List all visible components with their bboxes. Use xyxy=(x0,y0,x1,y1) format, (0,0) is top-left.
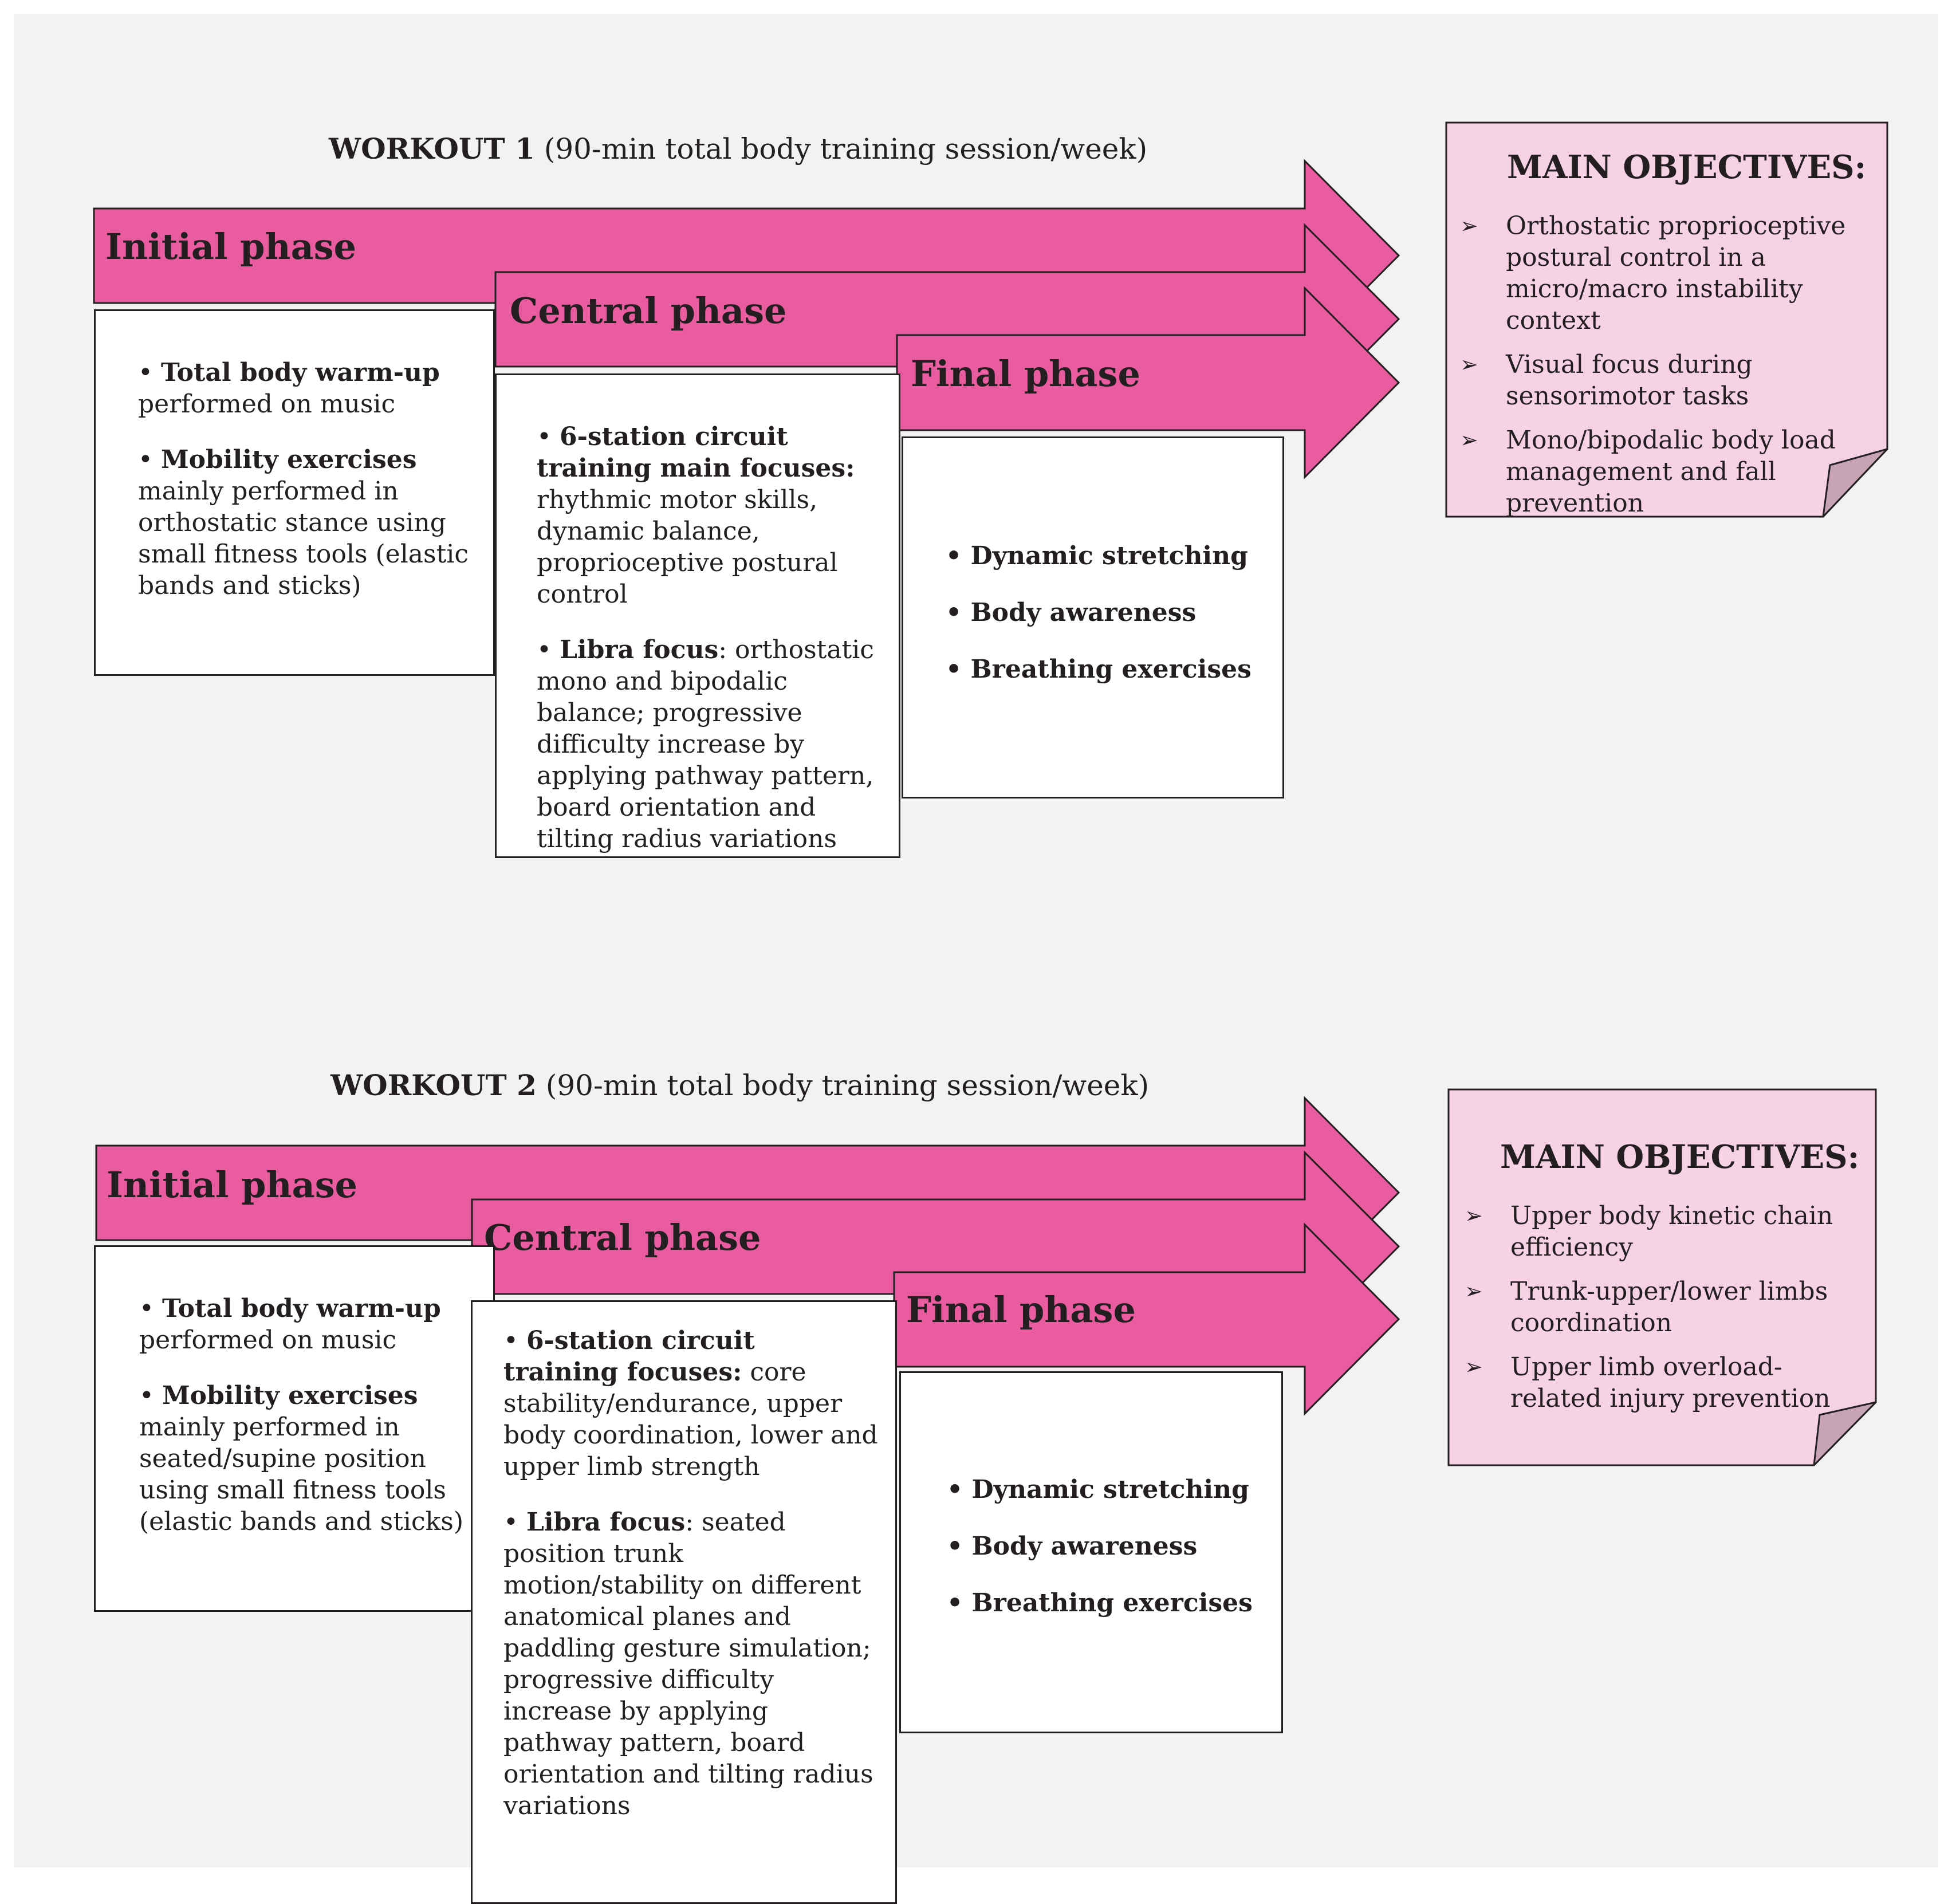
bullet-icon: • xyxy=(503,1326,526,1355)
objective-item: ➢Upper body kinetic chain efficiency xyxy=(1465,1201,1833,1262)
w2-objectives-list: ➢Upper body kinetic chain efficiency ➢Tr… xyxy=(1465,1200,1866,1427)
w2-objectives-note: MAIN OBJECTIVES: ➢Upper body kinetic cha… xyxy=(1447,1088,1878,1466)
w2-central-phase-title: Central phase xyxy=(484,1217,761,1258)
workout-2-label: WORKOUT 2 xyxy=(330,1068,537,1102)
w2-final-item: • Dynamic stretching xyxy=(947,1475,1249,1504)
w1-final-item: • Breathing exercises xyxy=(946,655,1252,684)
arrowhead-bullet-icon: ➢ xyxy=(1460,213,1478,238)
w1-final-arrow xyxy=(896,286,1400,479)
w2-objectives-title: MAIN OBJECTIVES: xyxy=(1500,1138,1860,1176)
arrowhead-bullet-icon: ➢ xyxy=(1460,352,1478,377)
arrowhead-bullet-icon: ➢ xyxy=(1465,1203,1483,1228)
objective-item: ➢Upper limb overload-related injury prev… xyxy=(1465,1352,1831,1413)
w2-central-item: • 6-station circuit training focuses: co… xyxy=(503,1326,878,1481)
bullet-icon: • xyxy=(947,1588,972,1618)
w2-central-item: • Libra focus: seated position trunk mot… xyxy=(503,1508,873,1820)
w1-final-box: • Dynamic stretching • Body awareness • … xyxy=(902,436,1284,798)
w1-central-box: • 6-station circuit training main focuse… xyxy=(495,373,900,858)
bullet-icon: • xyxy=(139,1381,162,1410)
w1-final-item: • Dynamic stretching xyxy=(946,541,1248,571)
bullet-icon: • xyxy=(537,422,560,451)
w1-final-phase-title: Final phase xyxy=(911,353,1140,395)
w1-central-item: • Libra focus: orthostatic mono and bipo… xyxy=(537,635,874,853)
w1-central-phase-title: Central phase xyxy=(510,290,787,332)
arrowhead-bullet-icon: ➢ xyxy=(1465,1278,1483,1304)
objective-item: ➢Visual focus during sensorimotor tasks xyxy=(1460,350,1753,411)
arrowhead-bullet-icon: ➢ xyxy=(1460,427,1478,453)
w2-final-phase-title: Final phase xyxy=(906,1289,1136,1331)
bullet-icon: • xyxy=(946,655,971,684)
w2-initial-phase-title: Initial phase xyxy=(107,1164,358,1206)
workout-1-label: WORKOUT 1 xyxy=(329,132,535,166)
arrowhead-bullet-icon: ➢ xyxy=(1465,1354,1483,1379)
note-shape xyxy=(1447,1088,1877,1466)
w2-final-arrow xyxy=(893,1222,1400,1416)
bullet-icon: • xyxy=(139,1294,162,1323)
w1-objectives-list: ➢Orthostatic proprioceptive postural con… xyxy=(1460,210,1878,532)
bullet-icon: • xyxy=(947,1532,972,1561)
bullet-icon: • xyxy=(947,1475,972,1504)
folded-corner-icon xyxy=(1822,448,1888,518)
w1-objectives-note: MAIN OBJECTIVES: ➢Orthostatic propriocep… xyxy=(1445,121,1890,518)
w2-central-box: • 6-station circuit training focuses: co… xyxy=(471,1300,897,1904)
bullet-icon: • xyxy=(537,635,560,664)
w2-final-item: • Body awareness xyxy=(947,1532,1198,1561)
bullet-icon: • xyxy=(138,358,161,387)
w1-central-item: • 6-station circuit training main focuse… xyxy=(537,422,855,609)
objective-item: ➢Trunk-upper/lower limbs coordination xyxy=(1465,1277,1828,1337)
workout-2-heading: WORKOUT 2 (90-min total body training se… xyxy=(330,1071,1149,1100)
w2-final-box: • Dynamic stretching • Body awareness • … xyxy=(899,1371,1283,1733)
w1-final-item: • Body awareness xyxy=(946,598,1197,627)
bullet-icon: • xyxy=(946,541,971,571)
bullet-icon: • xyxy=(138,445,161,474)
workout-1-subtitle: (90-min total body training session/week… xyxy=(534,132,1148,166)
w1-initial-phase-title: Initial phase xyxy=(105,226,357,267)
bullet-icon: • xyxy=(503,1508,526,1537)
objective-item: ➢Orthostatic proprioceptive postural con… xyxy=(1460,211,1846,335)
note-shape xyxy=(1445,121,1888,518)
workout-2-subtitle: (90-min total body training session/week… xyxy=(536,1069,1150,1102)
w1-objectives-title: MAIN OBJECTIVES: xyxy=(1507,148,1867,186)
folded-corner-icon xyxy=(1813,1401,1877,1466)
objective-item: ➢Mono/bipodalic body load management and… xyxy=(1460,426,1836,518)
workout-1-heading: WORKOUT 1 (90-min total body training se… xyxy=(329,132,1148,166)
w2-final-item: • Breathing exercises xyxy=(947,1588,1253,1618)
bullet-icon: • xyxy=(946,598,971,627)
